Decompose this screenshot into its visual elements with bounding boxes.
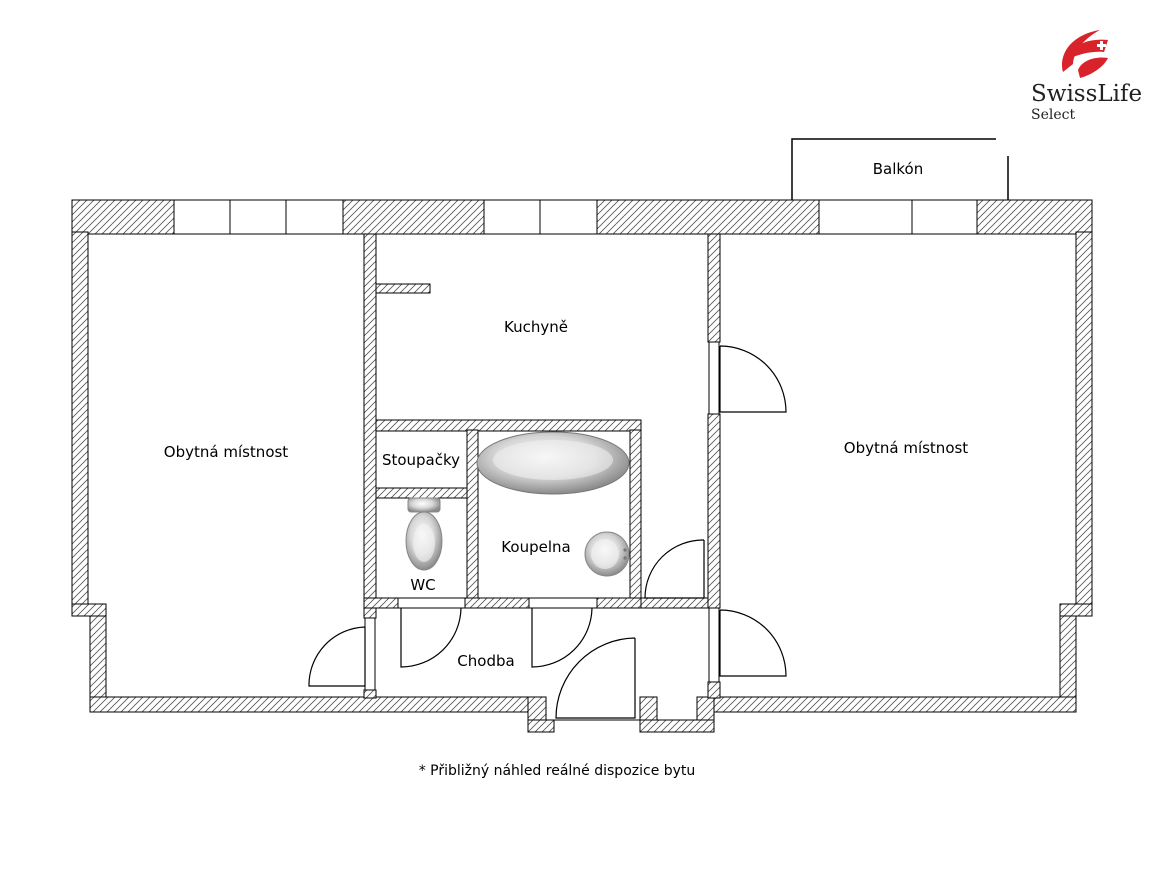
room-label-living-left: Obytná místnost [164,443,289,461]
swisslife-logo: SwissLife Select [1031,30,1142,123]
room-label-bathroom: Koupelna [501,538,570,556]
room-label-wc: WC [410,576,435,594]
room-label-kitchen: Kuchyně [504,318,568,336]
brand-name: SwissLife [1031,81,1142,107]
brand-subtitle: Select [1031,107,1075,123]
balcony [791,138,1009,200]
interior-walls [363,233,721,699]
room-label-risers: Stoupačky [382,451,460,469]
sink-icon [584,531,630,577]
exterior-walls [71,199,1093,733]
footnote: * Přibližný náhled reálné dispozice bytu [419,763,696,779]
door-swings [308,345,787,719]
door-openings [364,341,720,691]
swisslife-flame-icon [1062,30,1108,78]
windows [173,199,978,721]
bathtub-icon [476,431,630,495]
toilet-icon [405,497,443,571]
room-label-hallway: Chodba [457,652,514,670]
room-label-balcony: Balkón [873,160,924,178]
room-label-living-right: Obytná místnost [844,439,969,457]
